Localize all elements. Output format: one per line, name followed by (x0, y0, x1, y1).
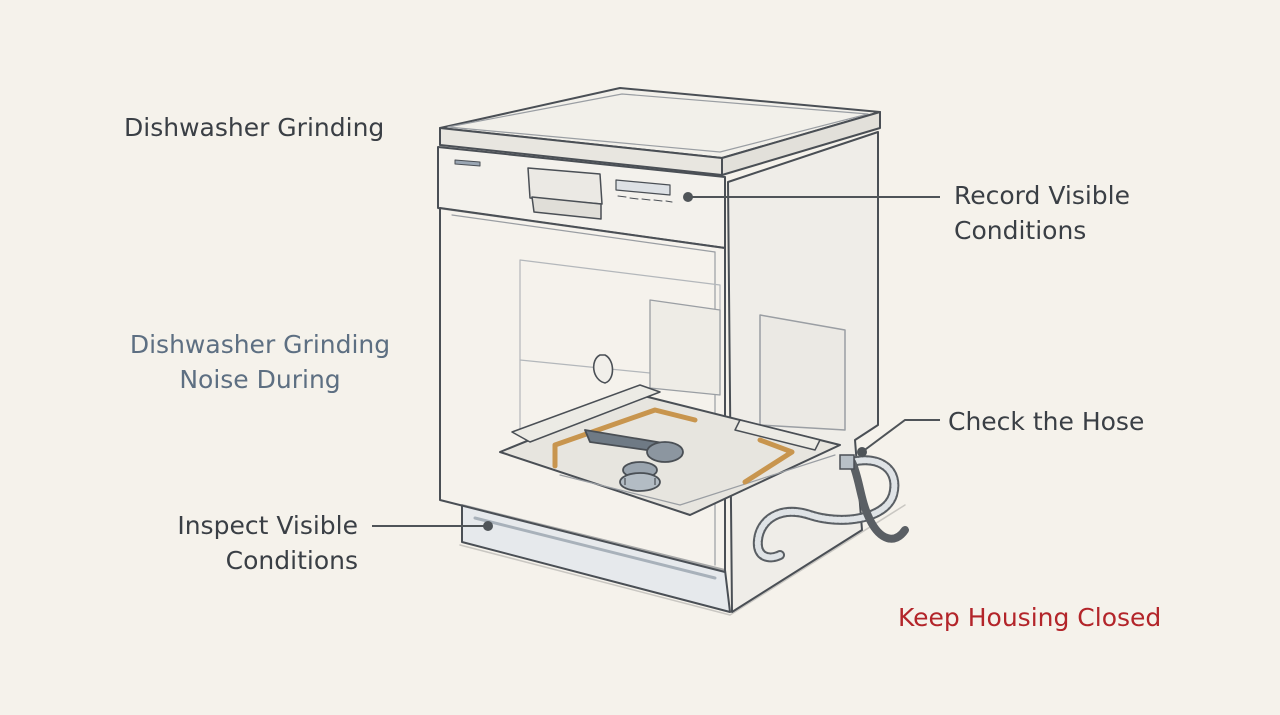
keep-housing-closed-warning: Keep Housing Closed (898, 603, 1162, 632)
inspect-callout-line-1: Inspect Visible (177, 511, 358, 540)
tub-floor-line (559, 474, 681, 506)
hose-leader-dot (857, 447, 867, 457)
door-handle-recess (527, 167, 603, 205)
record-conditions-callout: Record Visible Conditions (954, 178, 1130, 248)
floor-shadow (459, 504, 906, 616)
countertop-inset (447, 93, 869, 153)
subtitle-line-2: Noise During (179, 365, 341, 394)
control-display (615, 179, 671, 196)
diagram-title: Dishwasher Grinding (124, 113, 385, 142)
spray-arm-assembly (584, 429, 684, 492)
rack-rail-left (511, 384, 661, 443)
inspect-callout-line-2: Conditions (225, 546, 358, 575)
check-hose-callout: Check the Hose (948, 407, 1145, 436)
subtitle-line-1: Dishwasher Grinding (129, 330, 391, 359)
control-buttons (617, 195, 673, 203)
rack-rail-right (734, 419, 821, 451)
door-handle (531, 196, 602, 220)
side-wall-panel (759, 314, 846, 431)
inspect-conditions-callout: Inspect Visible Conditions (100, 508, 358, 578)
tub-back-panel (649, 299, 721, 396)
record-callout-line-2: Conditions (954, 216, 1087, 245)
brand-badge (454, 159, 481, 167)
heating-element (552, 407, 795, 485)
tub-floor-line-2 (679, 454, 836, 506)
record-callout-line-1: Record Visible (954, 181, 1130, 210)
hose-leader-line (861, 419, 940, 453)
drain-hose (752, 454, 909, 563)
record-leader-dot (683, 192, 693, 202)
vent-opening (592, 354, 614, 384)
leader-lines (372, 196, 940, 527)
door-inner-edge (451, 214, 716, 253)
countertop-side-edge (721, 111, 881, 176)
diagram-subtitle: Dishwasher Grinding Noise During (110, 327, 410, 397)
inspect-leader-dot (483, 521, 493, 531)
leader-dots (483, 192, 867, 531)
kick-plate-shading (473, 516, 717, 580)
